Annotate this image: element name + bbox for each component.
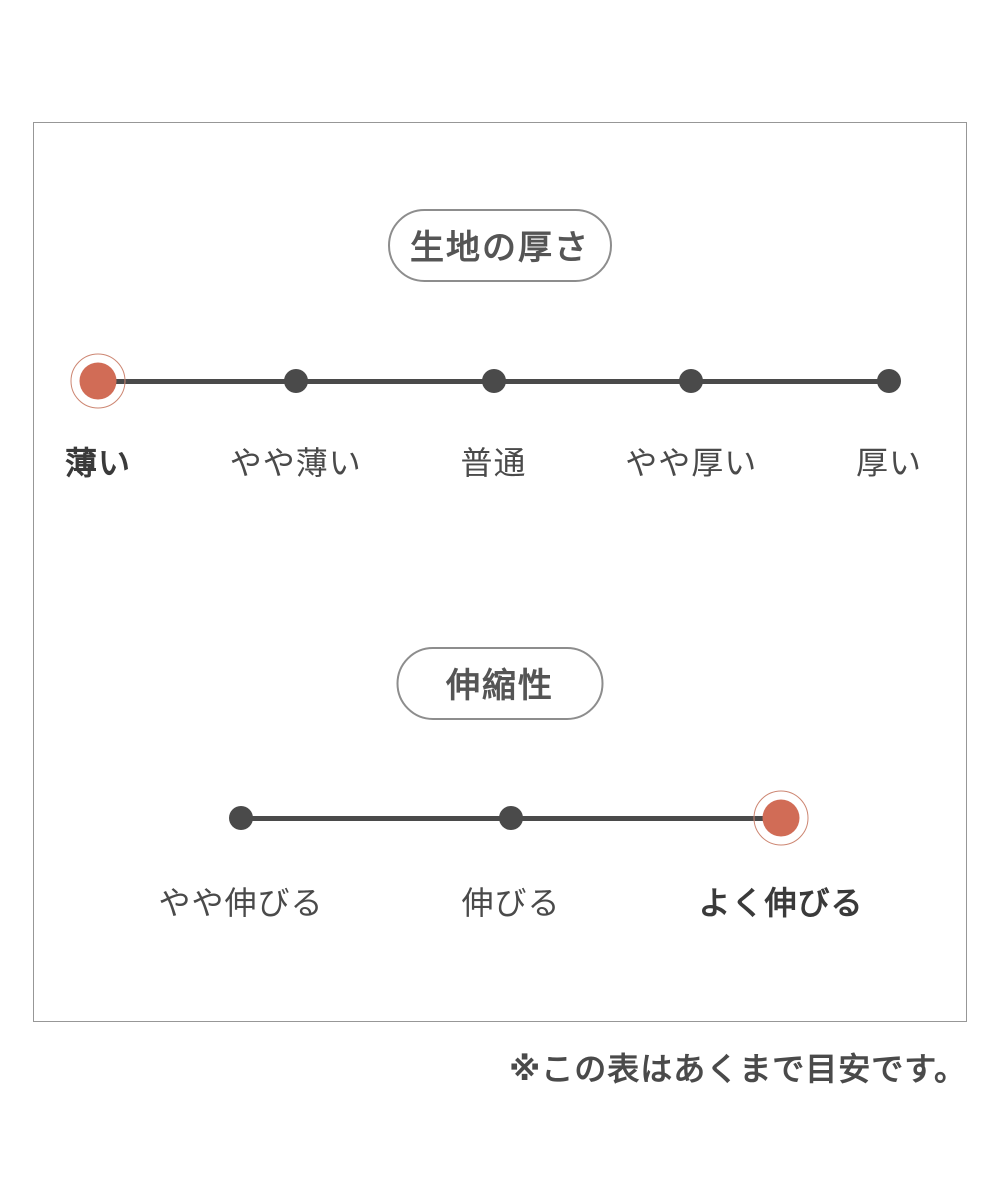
scale-dot — [499, 806, 523, 830]
scale-label: 普通 — [460, 445, 527, 481]
scale-dot — [877, 369, 901, 393]
scale-dot — [229, 806, 253, 830]
scale-label: やや薄い — [229, 445, 362, 481]
scale-label: やや伸びる — [158, 885, 324, 921]
scale-dot — [283, 369, 308, 393]
spec-section-2: 伸縮性 やや伸びる 伸びる よく伸びる — [34, 123, 966, 1021]
footnote-text: ※この表はあくまで目安です。 — [509, 1051, 967, 1087]
spec-section-1: 生地の厚さ 薄い やや薄い 普通 やや厚い 厚い — [34, 123, 966, 1021]
section-title: 生地の厚さ — [410, 229, 590, 267]
scale-dot-selected — [70, 353, 126, 409]
spec-box: 生地の厚さ 薄い やや薄い 普通 やや厚い 厚い 伸縮性 やや伸びる 伸びる よく伸びる — [33, 122, 967, 1022]
scale-label: 厚い — [855, 445, 923, 481]
section-title: 伸縮性 — [446, 667, 554, 705]
scale-dot-selected — [753, 790, 809, 846]
scale-dot — [481, 369, 506, 393]
scale-dot — [679, 369, 704, 393]
scale-label: よく伸びる — [698, 885, 864, 921]
section-title-pill: 生地の厚さ — [388, 209, 612, 282]
scale-label: 薄い — [64, 445, 132, 481]
section-title-pill: 伸縮性 — [396, 647, 604, 720]
scale-label: やや厚い — [625, 445, 758, 481]
scale-label: 伸びる — [461, 885, 561, 921]
